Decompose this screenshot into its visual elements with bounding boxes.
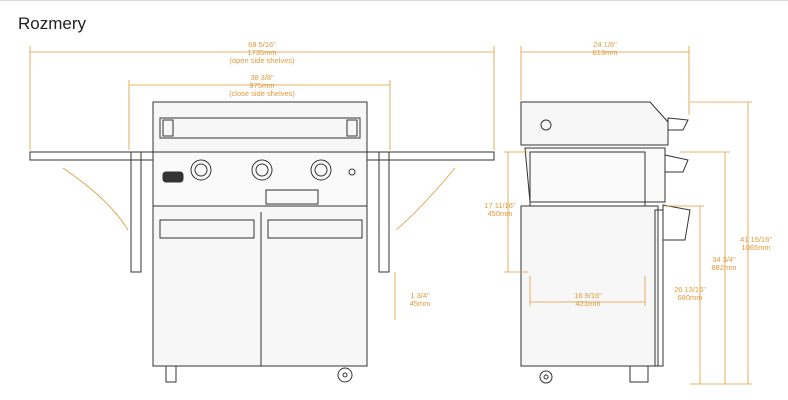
right-wheel-hub <box>342 372 348 378</box>
cart-body <box>152 205 368 367</box>
knob-3 <box>310 159 332 181</box>
side-wheel-left-hub <box>543 374 549 380</box>
front-view <box>29 101 495 383</box>
side-view <box>520 101 691 384</box>
bottom-depth-mm: 421mm <box>575 299 600 308</box>
side-door-edge <box>654 209 664 367</box>
depth-mm: 613mm <box>592 48 617 57</box>
right-wheel <box>337 367 353 383</box>
floor-clearance-in: 1 3/4" <box>410 291 430 300</box>
front-arcs <box>62 167 456 231</box>
right-swing-arc <box>395 167 456 231</box>
left-shelf-support <box>130 151 142 273</box>
depth-in: 24 1/8" <box>593 40 617 49</box>
cart-height-in: 26 13/16" <box>674 285 706 294</box>
counter-height-mm: 882mm <box>711 263 736 272</box>
right-door-handle <box>267 219 363 239</box>
side-control-area <box>524 147 666 203</box>
left-height-mm: 450mm <box>487 209 512 218</box>
open-width-mm: 1735mm <box>247 48 276 57</box>
side-wheel-left <box>539 370 553 384</box>
knob-1 <box>190 159 212 181</box>
side-leg-right <box>629 365 649 383</box>
right-side-shelf <box>366 151 495 161</box>
dimension-lines <box>29 46 752 385</box>
knob-2 <box>251 159 273 181</box>
side-hood-thermometer <box>540 119 552 131</box>
dimension-labels: 68 5/16" 1735mm (open side shelves) 38 3… <box>229 40 772 308</box>
closed-width-mm: 975mm <box>249 81 274 90</box>
left-door-handle <box>159 219 255 239</box>
total-height-mm: 1065mm <box>741 243 770 252</box>
front-hood <box>152 101 368 153</box>
closed-width-note: (close side shelves) <box>229 89 295 98</box>
left-height-in: 17 11/16" <box>484 201 516 210</box>
floor-clearance-mm: 45mm <box>410 299 431 308</box>
left-side-shelf <box>29 151 154 161</box>
counter-height-in: 34 3/4" <box>712 255 736 264</box>
left-swing-arc <box>62 167 129 231</box>
open-width-in: 68 5/16" <box>248 40 276 49</box>
cart-height-mm: 680mm <box>677 293 702 302</box>
left-leg <box>165 365 177 383</box>
hood-handle-bar <box>159 117 361 139</box>
top-divider <box>0 0 788 1</box>
knob-1-inner <box>194 163 208 177</box>
section-title: Rozmery <box>18 14 87 33</box>
total-height-in: 41 15/16" <box>740 235 772 244</box>
bottom-depth-in: 16 9/16" <box>574 291 602 300</box>
knob-3-inner <box>314 163 328 177</box>
side-handle-bottom <box>662 204 691 241</box>
side-cart-body <box>520 205 659 367</box>
brand-logo <box>162 171 184 183</box>
side-knob <box>664 154 689 173</box>
knob-2-inner <box>255 163 269 177</box>
right-shelf-support <box>378 151 390 273</box>
hood-handle-left-mount <box>162 119 174 137</box>
closed-width-in: 38 3/8" <box>250 73 274 82</box>
hood-handle-right-mount <box>346 119 358 137</box>
side-hood <box>520 101 669 146</box>
igniter-button <box>348 168 356 176</box>
control-drawer <box>265 189 319 205</box>
side-handle-top <box>667 117 689 131</box>
open-width-note: (open side shelves) <box>229 56 295 65</box>
